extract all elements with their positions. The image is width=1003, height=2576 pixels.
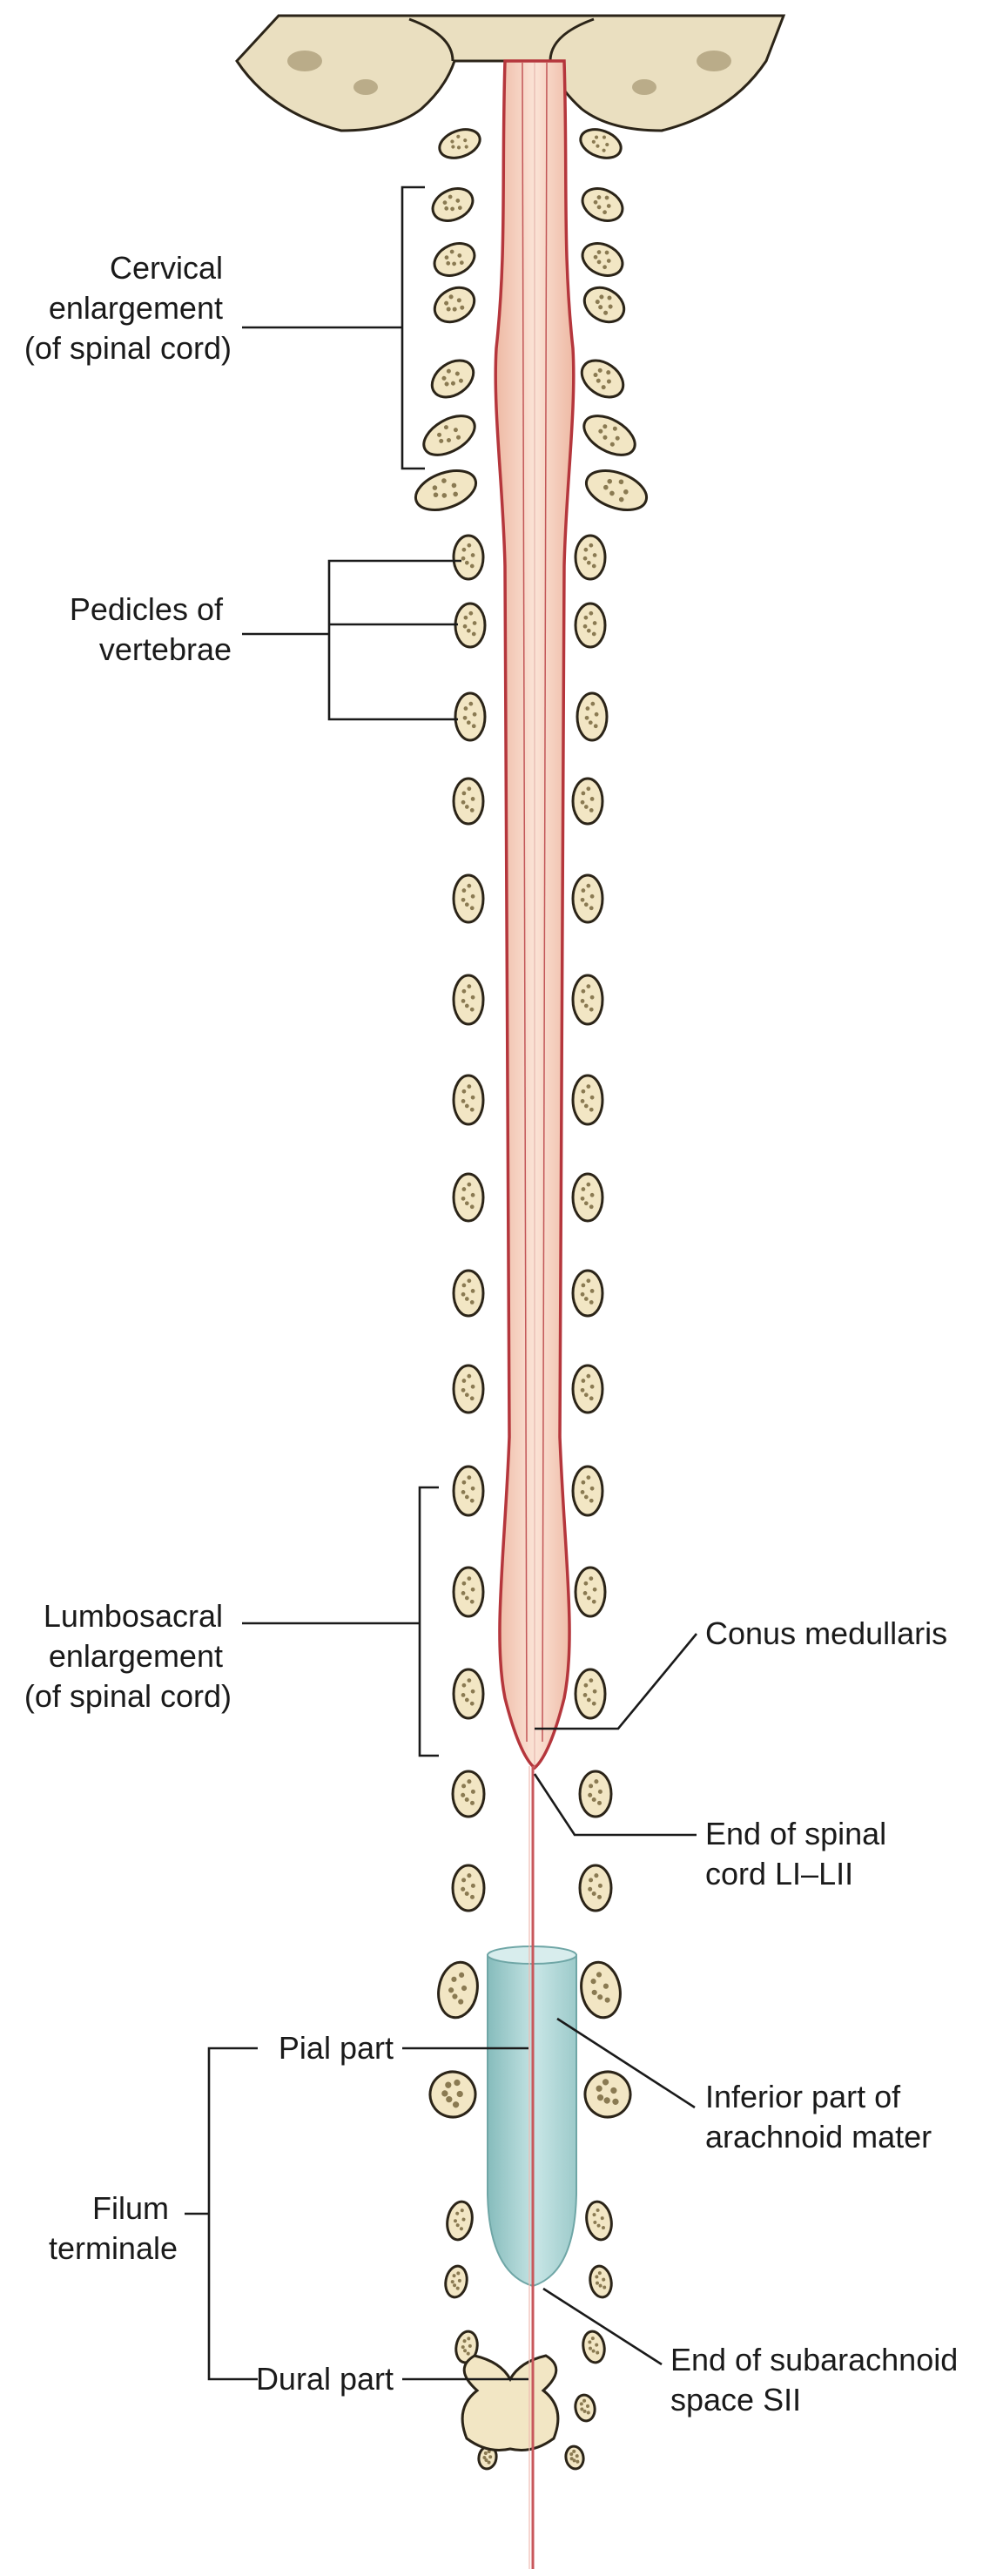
label-dural-part: Dural part xyxy=(256,2361,394,2397)
pedicle-left-21 xyxy=(451,1770,486,1818)
labels: Cervical enlargement (of spinal cord) Pe… xyxy=(24,250,966,2418)
pedicle-right-18 xyxy=(571,1465,604,1517)
pedicle-right-15 xyxy=(571,1172,604,1223)
pedicle-left-27 xyxy=(454,2330,479,2364)
pedicle-left-29 xyxy=(477,2445,498,2471)
label-conus-medullaris: Conus medullaris xyxy=(705,1615,947,1651)
pedicle-left-22 xyxy=(451,1864,486,1912)
label-inferior-arachnoid: Inferior part of arachnoid mater xyxy=(705,2079,932,2155)
pedicle-left-17 xyxy=(452,1364,485,1414)
pedicle-right-27 xyxy=(582,2330,606,2364)
pedicle-right-11 xyxy=(571,777,604,826)
pedicle-left-8 xyxy=(452,534,485,581)
pedicle-left-26 xyxy=(444,2264,468,2299)
pedicle-left-2 xyxy=(431,187,475,222)
sacrum-bone xyxy=(461,2354,560,2451)
vertebral-pedicles xyxy=(414,128,649,2471)
pedicle-left-16 xyxy=(452,1269,485,1318)
pedicle-right-5 xyxy=(580,359,625,399)
leader-lines xyxy=(185,185,698,2381)
spinal-cord xyxy=(494,59,576,1770)
pedicle-left-1 xyxy=(438,128,481,159)
pedicle-left-5 xyxy=(430,359,475,399)
pedicle-right-13 xyxy=(571,974,604,1026)
pedicle-left-11 xyxy=(452,777,485,826)
pedicle-right-21 xyxy=(578,1770,613,1818)
pedicle-right-3 xyxy=(581,242,624,277)
pedicle-right-4 xyxy=(582,286,626,324)
pedicle-left-13 xyxy=(452,974,485,1026)
label-filum-terminale: Filum terminale xyxy=(49,2190,178,2266)
pedicle-right-16 xyxy=(571,1269,604,1318)
pedicle-right-28 xyxy=(574,2393,596,2423)
pedicle-right-1 xyxy=(579,128,623,159)
pedicle-left-20 xyxy=(452,1668,485,1720)
pedicle-right-29 xyxy=(564,2445,585,2471)
pedicle-left-18 xyxy=(452,1465,485,1517)
pedicle-right-6 xyxy=(582,415,636,456)
label-cervical-enlargement: Cervical enlargement (of spinal cord) xyxy=(24,250,232,366)
pedicle-right-19 xyxy=(574,1566,607,1618)
pedicle-right-24 xyxy=(583,2070,632,2119)
pedicle-left-12 xyxy=(452,873,485,924)
pedicle-left-4 xyxy=(433,286,476,324)
pedicle-left-14 xyxy=(452,1074,485,1126)
pedicle-left-6 xyxy=(422,415,476,456)
pedicle-left-19 xyxy=(452,1566,485,1618)
pedicle-left-23 xyxy=(437,1960,479,2020)
pedicle-left-9 xyxy=(454,602,487,649)
pedicle-right-25 xyxy=(585,2200,613,2242)
pedicle-right-26 xyxy=(589,2264,613,2299)
label-pedicles: Pedicles of vertebrae xyxy=(70,591,232,667)
pedicle-left-7 xyxy=(414,469,478,511)
label-end-spinal-cord: End of spinal cord LI–LII xyxy=(705,1816,895,1892)
pedicle-right-9 xyxy=(574,602,607,649)
label-end-subarachnoid: End of subarachnoid space SII xyxy=(670,2342,966,2418)
label-lumbosacral-enlargement: Lumbosacral enlargement (of spinal cord) xyxy=(24,1598,232,1714)
pedicle-left-15 xyxy=(452,1172,485,1223)
pedicle-left-10 xyxy=(454,691,487,742)
pedicle-right-2 xyxy=(581,187,624,222)
label-pial-part: Pial part xyxy=(279,2030,394,2066)
pedicle-right-14 xyxy=(571,1074,604,1126)
pedicle-left-25 xyxy=(446,2200,474,2242)
filum-terminale-line xyxy=(528,1766,535,2569)
pedicle-right-23 xyxy=(580,1960,622,2020)
pedicle-right-8 xyxy=(574,534,607,581)
pedicle-left-24 xyxy=(428,2070,477,2119)
pedicle-right-10 xyxy=(576,691,609,742)
skull-base xyxy=(235,14,786,132)
pedicle-right-22 xyxy=(578,1864,613,1912)
pedicle-right-12 xyxy=(571,873,604,924)
pedicle-left-3 xyxy=(433,242,476,277)
pedicle-right-7 xyxy=(584,469,649,511)
pedicle-right-17 xyxy=(571,1364,604,1414)
pedicle-right-20 xyxy=(574,1668,607,1720)
